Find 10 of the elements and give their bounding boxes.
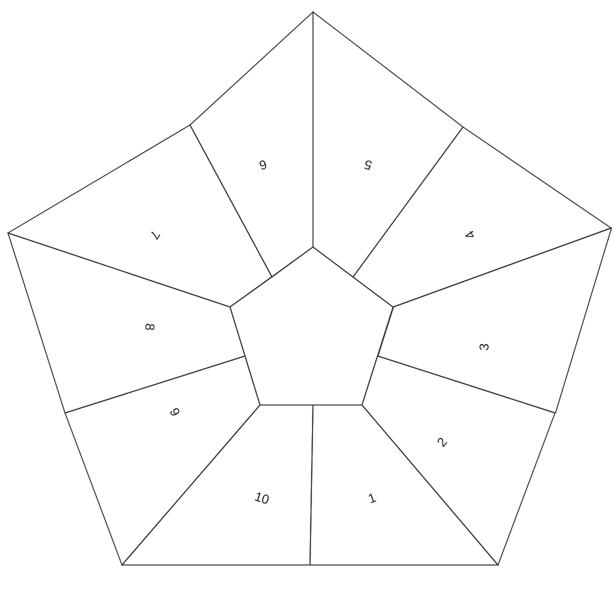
region-number: 10: [253, 490, 271, 506]
region-number: 7: [148, 228, 162, 242]
region-number: 8: [143, 323, 157, 331]
region-number: 3: [477, 342, 491, 352]
region-number: 9: [168, 406, 182, 418]
region-number: 1: [366, 490, 378, 506]
region-number: 5: [362, 158, 374, 172]
region-number: 2: [434, 435, 450, 449]
region-number: 6: [258, 158, 268, 172]
region-number: 4: [462, 228, 478, 242]
